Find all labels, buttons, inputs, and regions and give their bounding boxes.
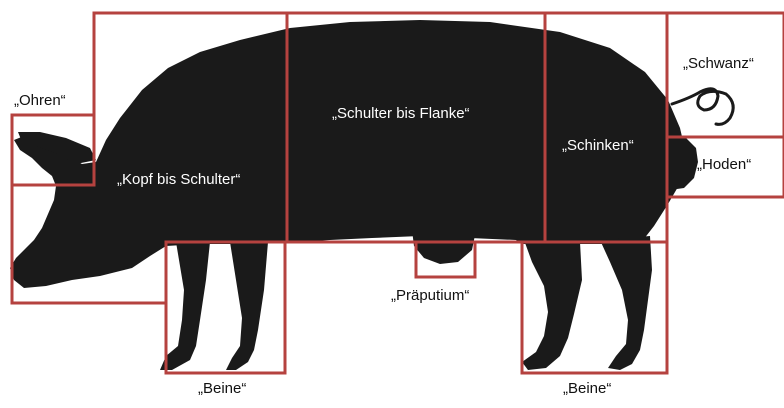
label-schinken: „Schinken“ (562, 137, 634, 154)
pig-front-leg-2 (226, 242, 268, 370)
box-beine-hinten (520, 240, 669, 375)
pig-testicles (668, 136, 698, 190)
pig-ear (18, 132, 96, 164)
box-schwanz (665, 11, 784, 139)
label-hoden: „Hoden“ (697, 156, 752, 173)
label-schwanz: „Schwanz“ (683, 55, 754, 72)
label-beine-vorne: „Beine“ (198, 380, 247, 397)
label-kopf-bis-schulter: „Kopf bis Schulter“ (117, 171, 241, 188)
box-hoden (665, 135, 784, 199)
box-praeputium (414, 240, 477, 279)
pig-hind-leg-2 (600, 236, 652, 370)
pig-tail (670, 87, 735, 126)
pig-hind-leg-1 (522, 240, 582, 370)
pig-front-leg-1 (160, 242, 210, 370)
label-ohren: „Ohren“ (14, 92, 66, 109)
label-praeputium: „Präputium“ (391, 287, 470, 304)
region-boxes (10, 11, 784, 375)
label-beine-hinten: „Beine“ (563, 380, 612, 397)
label-schulter-bis-flanke: „Schulter bis Flanke“ (332, 105, 470, 122)
pig-silhouette (10, 20, 735, 370)
box-beine-vorne (164, 240, 287, 375)
pig-body (10, 20, 686, 288)
pig-preputium (412, 230, 476, 264)
